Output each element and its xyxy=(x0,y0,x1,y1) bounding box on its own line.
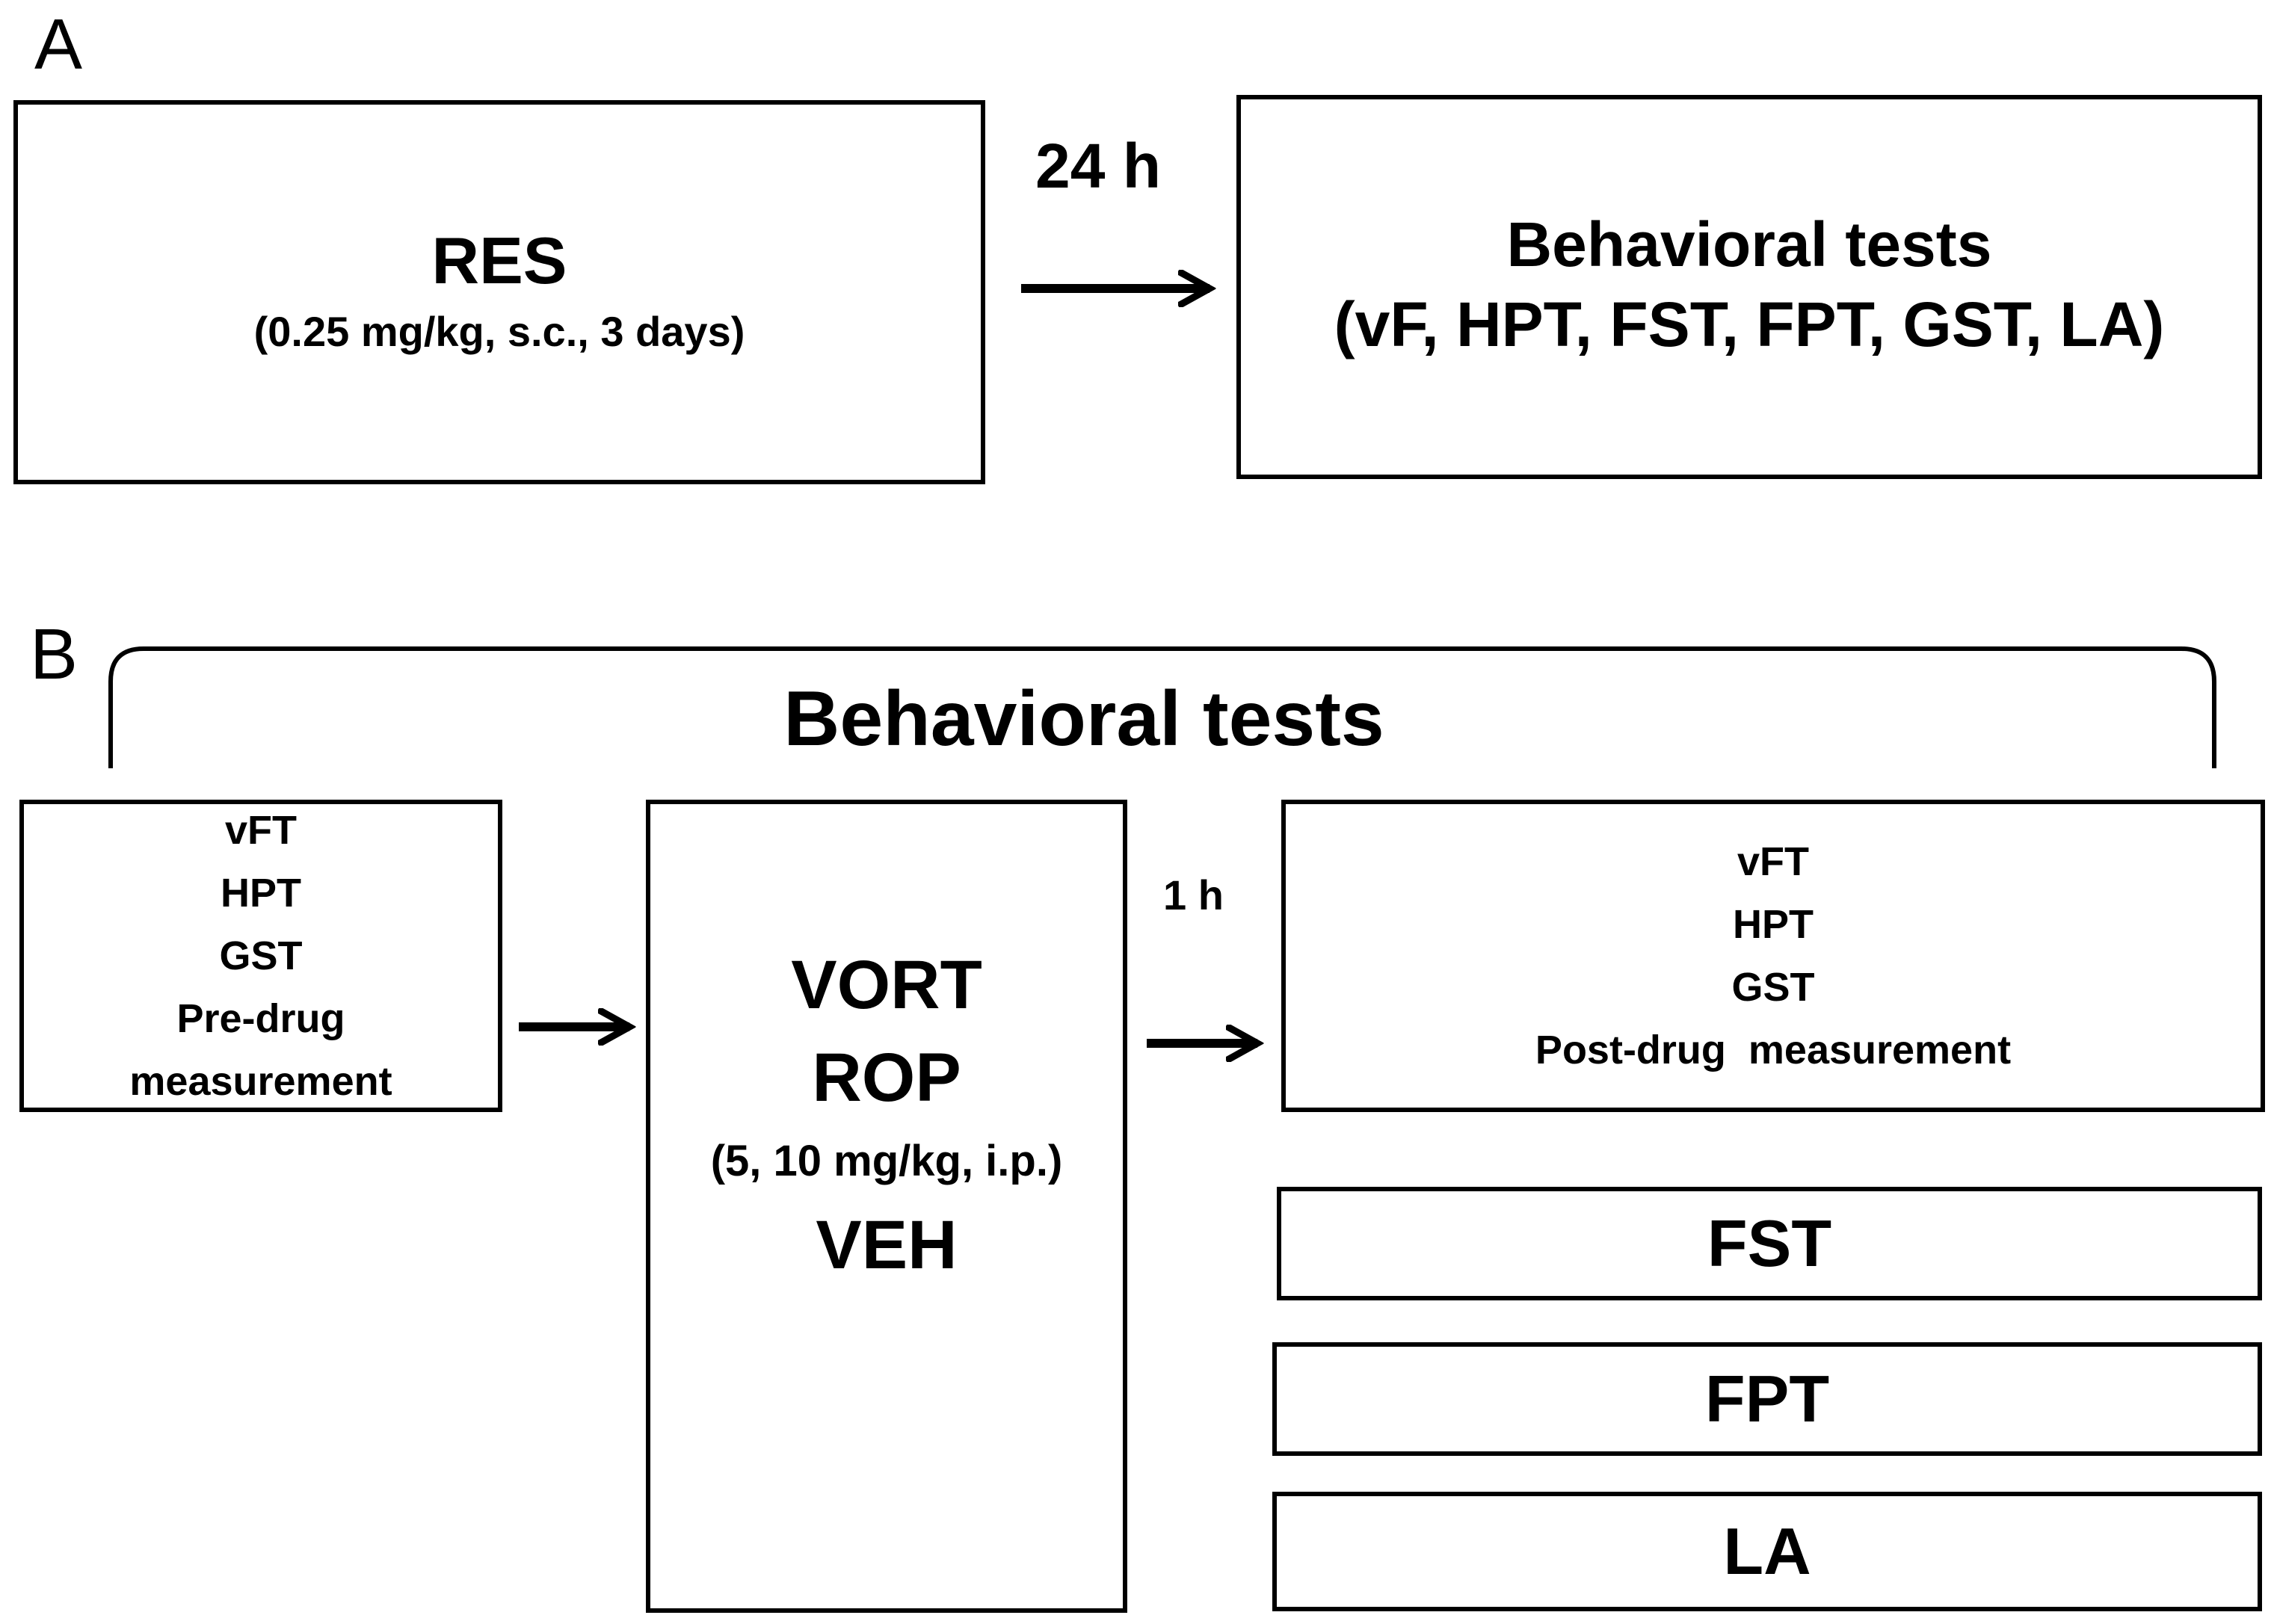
fpt-label: FPT xyxy=(1704,1362,1830,1436)
post-drug-line-1: vFT xyxy=(1737,839,1809,884)
la-box: LA xyxy=(1272,1492,2262,1611)
drug-veh: VEH xyxy=(816,1207,958,1283)
post-drug-box: vFT HPT GST Post-drug measurement xyxy=(1281,800,2265,1112)
panel-b-label: B xyxy=(30,614,78,694)
fpt-box: FPT xyxy=(1272,1342,2262,1456)
drug-box: VORT ROP (5, 10 mg/kg, i.p.) VEH xyxy=(646,800,1127,1613)
pre-drug-line-1: vFT xyxy=(224,808,297,853)
interval-24h-label: 24 h xyxy=(1035,131,1162,201)
behavioral-tests-bracket xyxy=(108,646,2216,768)
behavioral-tests-box: Behavioral tests (vF, HPT, FST, FPT, GST… xyxy=(1236,95,2262,479)
fst-box: FST xyxy=(1277,1187,2262,1300)
pre-drug-line-2: HPT xyxy=(221,871,301,916)
interval-1h-label: 1 h xyxy=(1163,871,1224,918)
drug-rop: ROP xyxy=(812,1040,961,1116)
pre-drug-line-3: GST xyxy=(219,933,303,978)
pre-drug-line-4: Pre-drug xyxy=(176,996,345,1041)
panel-a-label: A xyxy=(34,4,83,84)
behavioral-tests-title: Behavioral tests xyxy=(1506,209,1992,280)
drug-dose: (5, 10 mg/kg, i.p.) xyxy=(710,1137,1063,1185)
pre-drug-line-5: measurement xyxy=(129,1059,392,1104)
res-detail: (0.25 mg/kg, s.c., 3 days) xyxy=(253,308,745,355)
res-box: RES (0.25 mg/kg, s.c., 3 days) xyxy=(13,100,985,484)
pre-drug-box: vFT HPT GST Pre-drug measurement xyxy=(19,800,502,1112)
fst-label: FST xyxy=(1707,1206,1832,1280)
post-drug-line-3: GST xyxy=(1731,965,1815,1010)
drug-vort: VORT xyxy=(791,947,982,1023)
post-drug-line-2: HPT xyxy=(1733,902,1814,947)
behavioral-tests-detail: (vF, HPT, FST, FPT, GST, LA) xyxy=(1334,288,2165,359)
res-title: RES xyxy=(431,223,567,298)
post-drug-line-4: Post-drug measurement xyxy=(1535,1028,2012,1072)
la-label: LA xyxy=(1723,1514,1811,1588)
bracket-title: Behavioral tests xyxy=(783,676,1384,762)
